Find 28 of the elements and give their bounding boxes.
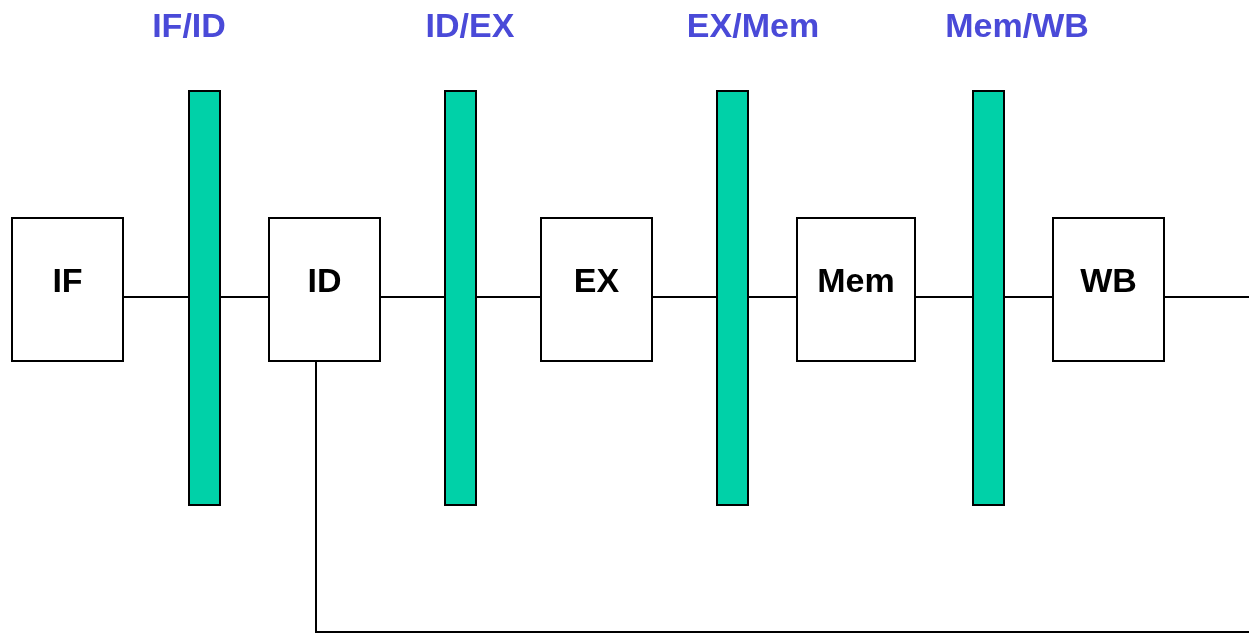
connector-line (220, 296, 269, 298)
connector-line (476, 296, 541, 298)
register-label: Mem/WB (945, 6, 1089, 45)
stage-label: Mem (817, 261, 895, 300)
connector-line (748, 296, 797, 298)
connector-line (1164, 296, 1249, 298)
stage-box (11, 217, 124, 362)
connector-line (1004, 296, 1053, 298)
stage-box (540, 217, 653, 362)
pipeline-register-bar (444, 90, 477, 506)
stage-box (268, 217, 381, 362)
connector-line (652, 296, 717, 298)
register-label: EX/Mem (686, 6, 820, 45)
register-label: IF/ID (152, 6, 226, 45)
pipeline-register-bar (716, 90, 749, 506)
stage-box (1052, 217, 1165, 362)
connector-line (380, 296, 445, 298)
stage-label: ID (307, 261, 342, 300)
stage-label: WB (1080, 261, 1137, 300)
pipeline-register-bar (972, 90, 1005, 506)
pipeline-register-bar (188, 90, 221, 506)
stage-label: IF (52, 261, 83, 300)
register-label: ID/EX (425, 6, 515, 45)
connector-line (915, 296, 973, 298)
stage-label: EX (573, 261, 620, 300)
connector-line (123, 296, 189, 298)
stage-box (796, 217, 916, 362)
connector-line (315, 361, 1249, 633)
